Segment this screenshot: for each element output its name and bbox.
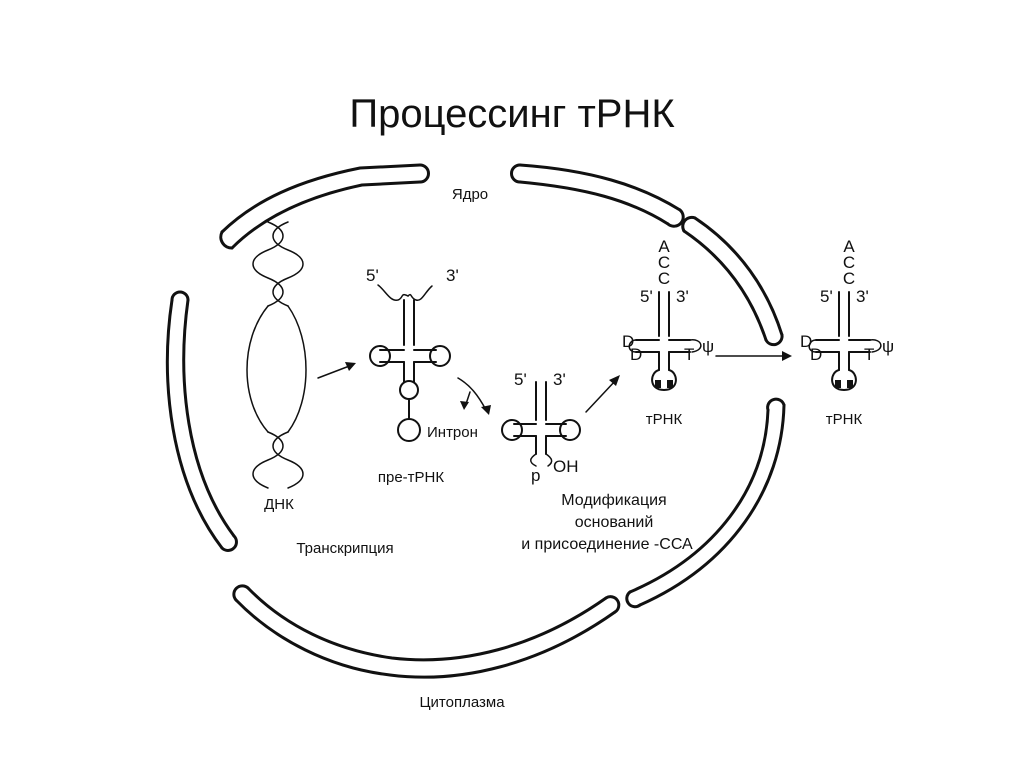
- trna-cytoplasm-label: тРНК: [826, 411, 863, 428]
- trna1-cca-c2: C: [658, 269, 670, 288]
- dna-label: ДНК: [264, 496, 294, 513]
- spliced-trna-structure: [501, 381, 581, 467]
- trna1-5prime: 5': [640, 287, 653, 306]
- trna2-d-outer: D: [800, 332, 812, 351]
- trna-nucleus-structure: [628, 291, 702, 391]
- modification-line3: и присоединение -ССА: [521, 536, 693, 553]
- pre-trna-structure: [369, 284, 451, 442]
- trna1-d-outer: D: [622, 332, 634, 351]
- pre-trna-label: пре-тРНК: [378, 469, 445, 486]
- transcription-label: Транскрипция: [296, 540, 393, 557]
- trna1-cca-a: A: [658, 237, 670, 256]
- arrow-transcription: [317, 362, 356, 379]
- arrow-modification: [585, 375, 620, 413]
- spliced-5prime: 5': [514, 370, 527, 389]
- dna-helix: [246, 221, 307, 489]
- trna-nucleus-label: тРНК: [646, 411, 683, 428]
- trna2-cca-c2: C: [843, 269, 855, 288]
- trna2-psi: ψ: [882, 337, 894, 356]
- pre-trna-3prime: 3': [446, 266, 459, 285]
- trna2-5prime: 5': [820, 287, 833, 306]
- arrow-splicing: [457, 377, 491, 415]
- trna1-psi: ψ: [702, 337, 714, 356]
- spliced-3prime: 3': [553, 370, 566, 389]
- hydroxyl-label: OH: [553, 457, 579, 476]
- trna1-t: T: [684, 345, 694, 364]
- trna2-d-inner: D: [810, 345, 822, 364]
- trna2-t: T: [864, 345, 874, 364]
- modification-line1: Модификация: [561, 492, 666, 509]
- slide-title: Процессинг тРНК: [349, 92, 675, 136]
- pre-trna-5prime: 5': [366, 266, 379, 285]
- intron-label: Интрон: [427, 424, 478, 441]
- trna1-d-inner: D: [630, 345, 642, 364]
- cytoplasm-label: Цитоплазма: [419, 694, 505, 711]
- trna2-cca-c1: C: [843, 253, 855, 272]
- trna1-cca-c1: C: [658, 253, 670, 272]
- nucleus-label: Ядро: [452, 186, 488, 203]
- modification-line2: оснований: [575, 514, 654, 531]
- phosphate-label: p: [531, 466, 540, 485]
- trna2-3prime: 3': [856, 287, 869, 306]
- arrow-export: [715, 351, 792, 361]
- trna2-cca-a: A: [843, 237, 855, 256]
- trna1-3prime: 3': [676, 287, 689, 306]
- nuclear-envelope: [165, 163, 786, 679]
- trna-cytoplasm-structure: [808, 291, 882, 391]
